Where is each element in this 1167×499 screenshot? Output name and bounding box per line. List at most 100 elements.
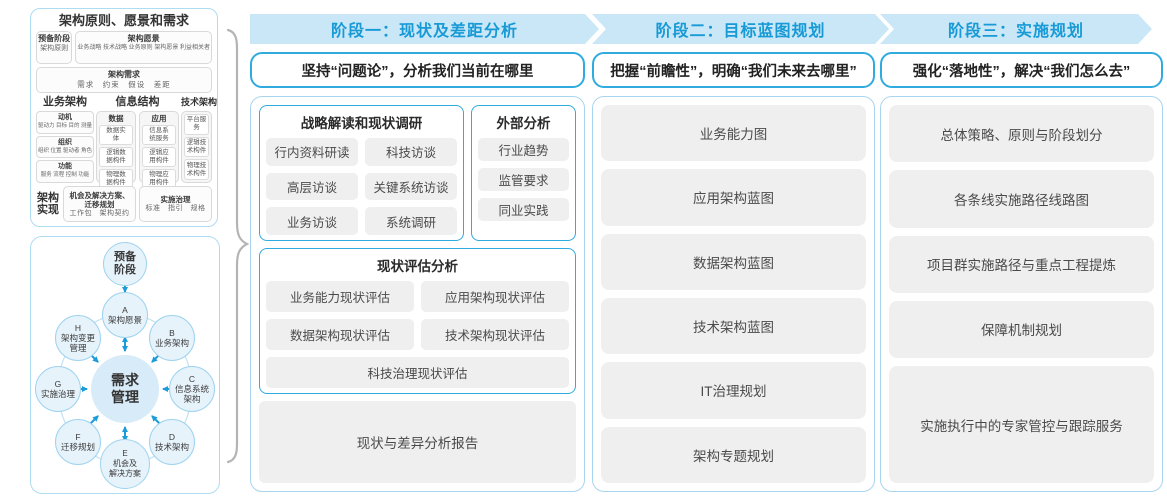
- external-item: 行业趋势: [478, 138, 569, 161]
- prep-vision-row: 预备阶段 架构原则 架构愿景 业务战略 技术战略 业务原则 架构愿景 利益相关者: [36, 31, 212, 64]
- application-item: 逻辑应用构件: [142, 147, 176, 167]
- assessment-item: 科技治理现状评估: [266, 357, 569, 388]
- adm-cycle-panel: 预备 阶段 需求 管理 A 架构愿景 B 业务架构 C 信息系统 架构 D 技术…: [30, 236, 220, 494]
- assessment-title: 现状评估分析: [377, 259, 458, 274]
- opportunities-title: 机会及解决方案、 迁移规划: [69, 190, 130, 209]
- adm-node-g: G 实施治理: [35, 366, 81, 412]
- business-architecture-column: 业务架构 动机 驱动力 目标 目的 测量 组织 组织 位置 驱动者 角色 功能 …: [36, 96, 94, 184]
- motivation-title: 动机: [58, 114, 72, 121]
- adm-node-h: H 架构变更 管理: [55, 315, 101, 361]
- architecture-vision-content: 业务战略 技术战略 业务原则 架构愿景 利益相关者: [77, 45, 210, 51]
- phase1-header: 阶段一：现状及差距分析: [250, 14, 599, 44]
- technology-item: 平台服务: [184, 114, 209, 135]
- implementation-item: 实施执行中的专家管控与跟踪服务: [889, 366, 1154, 483]
- application-item: 信息系统服务: [142, 125, 176, 145]
- architecture-realization-row: 架构 实现 机会及解决方案、 迁移规划 工作包 架构契约 实施治理 标准 指引 …: [36, 186, 212, 222]
- external-analysis-title: 外部分析: [496, 116, 551, 131]
- information-structure-column: 信息结构 数据 数据实体 逻辑数据构件 物理数据构件 应用 信息系统服务 逻辑应…: [96, 96, 179, 189]
- prep-stage-subtitle: 架构原则: [40, 45, 69, 52]
- assessment-item: 数据架构现状评估: [266, 319, 414, 350]
- architecture-principles-panel: 架构原则、愿景和需求 预备阶段 架构原则 架构愿景 业务战略 技术战略 业务原则…: [30, 8, 218, 227]
- governance-content: 标准 指引 规格: [145, 205, 206, 212]
- phase3-slogan: 强化“落地性”，解决“我们怎么去”: [880, 52, 1163, 88]
- strategy-survey-box: 战略解读和现状调研 行内资料研读 科技访谈 高层访谈 关键系统访谈 业务访谈 系…: [259, 105, 465, 241]
- phase2-content-panel: 业务能力图 应用架构蓝图 数据架构蓝图 技术架构蓝图 IT治理规划 架构专题规划: [592, 96, 875, 492]
- adm-node-d: D 技术架构: [149, 419, 195, 465]
- data-item: 数据实体: [99, 125, 133, 145]
- phase3-header: 阶段三：实施规划: [880, 14, 1152, 44]
- external-item: 同业实践: [478, 198, 569, 221]
- blueprint-item: 业务能力图: [601, 105, 866, 162]
- organization-title: 组织: [58, 138, 72, 146]
- prep-stage-box: 预备阶段 架构原则: [36, 31, 73, 64]
- architecture-vision-title: 架构愿景: [127, 34, 160, 43]
- opportunities-migration-box: 机会及解决方案、 迁移规划 工作包 架构契约: [63, 186, 136, 222]
- survey-item: 行内资料研读: [266, 138, 359, 166]
- adm-node-b: B 业务架构: [149, 315, 195, 361]
- assessment-item: 技术架构现状评估: [421, 319, 569, 350]
- opportunities-content: 工作包 架构契约: [69, 209, 130, 217]
- motivation-content: 驱动力 目标 目的 测量: [37, 123, 93, 129]
- strategy-survey-title: 战略解读和现状调研: [300, 116, 423, 131]
- phase1-content-panel: 战略解读和现状调研 行内资料研读 科技访谈 高层访谈 关键系统访谈 业务访谈 系…: [250, 96, 585, 492]
- external-analysis-box: 外部分析 行业趋势 监管要求 同业实践: [471, 105, 576, 241]
- external-item: 监管要求: [478, 168, 569, 191]
- data-title: 数据: [108, 114, 124, 123]
- survey-item: 关键系统访谈: [365, 172, 458, 201]
- realization-label: 架构 实现: [37, 192, 59, 216]
- function-title: 功能: [58, 163, 72, 171]
- survey-item: 业务访谈: [266, 207, 359, 235]
- adm-node-prep: 预备 阶段: [103, 242, 147, 286]
- architecture-requirements-box: 架构需求 需求 约束 假设 差距: [36, 67, 212, 93]
- information-structure-title: 信息结构: [115, 96, 160, 108]
- architecture-columns: 业务架构 动机 驱动力 目标 目的 测量 组织 组织 位置 驱动者 角色 功能 …: [36, 96, 218, 189]
- blueprint-item: 应用架构蓝图: [601, 169, 866, 226]
- implementation-item: 各条线实施路径线路图: [889, 170, 1154, 228]
- prep-stage-title: 预备阶段: [38, 34, 71, 43]
- gap-analysis-report-box: 现状与差异分析报告: [259, 401, 576, 483]
- phase1-slogan: 坚持“问题论”，分析我们当前在哪里: [250, 52, 585, 88]
- organization-box: 组织 组织 位置 驱动者 角色: [36, 135, 94, 159]
- business-architecture-title: 业务架构: [43, 96, 87, 108]
- function-content: 服务 流程 控制 功能: [40, 172, 90, 179]
- data-subcolumn: 数据 数据实体 逻辑数据构件 物理数据构件: [96, 111, 136, 189]
- survey-item: 系统调研: [365, 207, 458, 235]
- implementation-item: 总体策略、原则与阶段划分: [889, 105, 1154, 163]
- survey-item: 高层访谈: [266, 172, 359, 201]
- governance-title: 实施治理: [160, 195, 191, 204]
- blueprint-item: IT治理规划: [601, 362, 866, 419]
- adm-center-node: 需求 管理: [91, 355, 159, 423]
- application-title: 应用: [151, 114, 167, 123]
- technology-architecture-column: 技术架构 平台服务 逻辑技术构件 物理技术构件: [181, 96, 218, 183]
- motivation-box: 动机 驱动力 目标 目的 测量: [36, 111, 94, 134]
- adm-node-c: C 信息系统 架构: [169, 366, 215, 412]
- blueprint-item: 数据架构蓝图: [601, 233, 866, 290]
- architecture-requirements-content: 需求 约束 假设 差距: [77, 80, 171, 89]
- architecture-vision-box: 架构愿景 业务战略 技术战略 业务原则 架构愿景 利益相关者: [75, 31, 212, 64]
- technology-subcolumn: 平台服务 逻辑技术构件 物理技术构件: [181, 111, 212, 183]
- assessment-item: 业务能力现状评估: [266, 281, 414, 312]
- data-item: 逻辑数据构件: [99, 147, 133, 167]
- blueprint-item: 架构专题规划: [601, 426, 866, 483]
- technology-item: 逻辑技术构件: [184, 136, 209, 158]
- application-subcolumn: 应用 信息系统服务 逻辑应用构件 物理应用构件: [139, 111, 179, 189]
- architecture-requirements-title: 架构需求: [108, 70, 140, 79]
- phase3-content-panel: 总体策略、原则与阶段划分 各条线实施路径线路图 项目群实施路径与重点工程提炼 保…: [880, 96, 1163, 492]
- survey-item: 科技访谈: [365, 138, 458, 166]
- adm-node-a: A 架构愿景: [102, 292, 148, 338]
- organization-content: 组织 位置 驱动者 角色: [37, 147, 93, 154]
- function-box: 功能 服务 流程 控制 功能: [36, 160, 94, 184]
- panel-title: 架构原则、愿景和需求: [58, 13, 189, 28]
- phase2-header: 阶段二：目标蓝图规划: [592, 14, 889, 44]
- technology-item: 物理技术构件: [184, 159, 209, 181]
- adm-node-e: E 机会及 解决方案: [100, 439, 150, 489]
- implementation-item: 保障机制规划: [889, 300, 1154, 359]
- phase2-slogan: 把握“前瞻性”，明确“我们未来去哪里”: [592, 52, 875, 88]
- blueprint-item: 技术架构蓝图: [601, 297, 866, 355]
- technology-architecture-title: 技术架构: [181, 97, 218, 107]
- implementation-item: 项目群实施路径与重点工程提炼: [889, 235, 1154, 293]
- implementation-governance-box: 实施治理 标准 指引 规格: [139, 186, 212, 222]
- assessment-item: 应用架构现状评估: [421, 281, 569, 312]
- adm-node-f: F 迁移规划: [55, 419, 101, 465]
